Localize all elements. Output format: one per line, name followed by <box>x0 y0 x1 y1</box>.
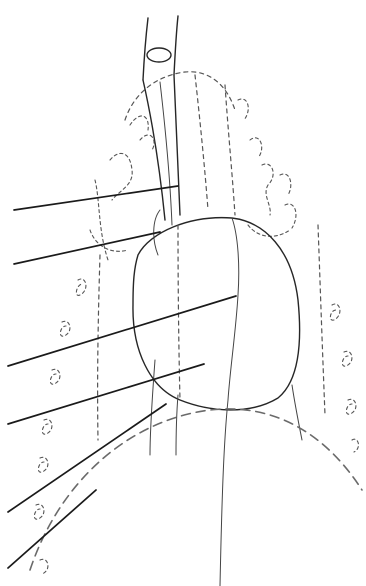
leader-line-3 <box>8 296 236 366</box>
rib-marks <box>34 279 358 574</box>
leader-line-4 <box>8 364 204 424</box>
right-dashed-lines <box>98 225 325 440</box>
leader-line-5 <box>8 404 166 512</box>
upper-tube <box>143 16 180 225</box>
leader-line-6 <box>8 490 96 568</box>
leader-line-1 <box>14 186 178 210</box>
leader-line-2 <box>14 232 160 264</box>
diaphragm-dome <box>30 409 362 570</box>
leader-lines <box>8 186 236 568</box>
heart-outline <box>133 210 302 586</box>
